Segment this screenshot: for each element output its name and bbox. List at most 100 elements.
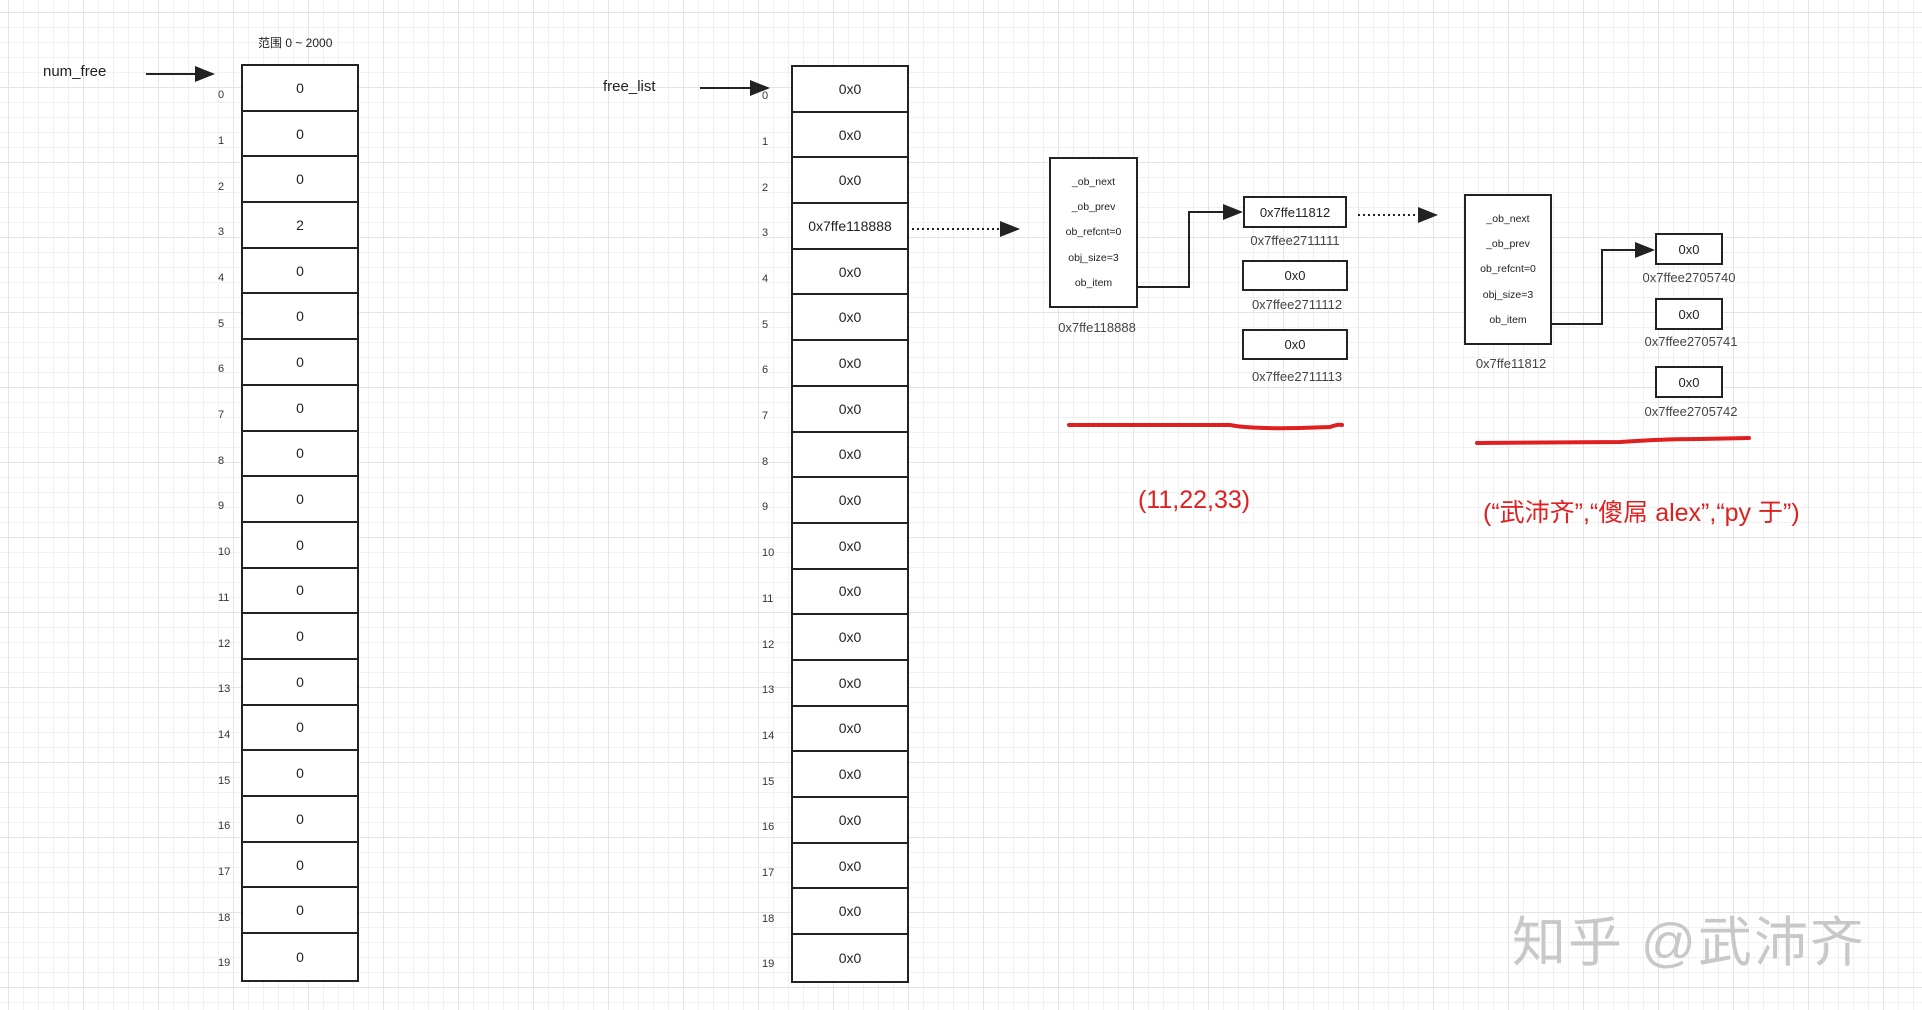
tuple2-address: 0x7ffe11812	[1475, 356, 1547, 371]
tuple1-item-0-address: 0x7ffee2711111	[1250, 233, 1340, 248]
row-index: 2	[218, 180, 225, 193]
num-free-cell: 0	[243, 249, 357, 295]
row-index: 12	[218, 637, 231, 650]
row-index: 3	[762, 227, 769, 240]
tuple2-struct: _ob_next _ob_prev ob_refcnt=0 obj_size=3…	[1464, 194, 1552, 345]
tuple2-item-2-address: 0x7ffee2705742	[1644, 404, 1738, 419]
row-index: 9	[218, 500, 225, 513]
row-index: 18	[762, 912, 775, 925]
row-index: 6	[762, 364, 769, 377]
free-list-cell: 0x7ffe118888	[793, 204, 907, 250]
num-free-cell: 0	[243, 386, 357, 432]
free-list-cell: 0x0	[793, 387, 907, 433]
field-ob-prev: _ob_prev	[1486, 238, 1530, 251]
num-free-cell: 0	[243, 157, 357, 204]
tuple2-item-1: 0x0	[1655, 298, 1723, 330]
free-list-cell: 0x0	[793, 615, 907, 661]
row-index: 10	[218, 546, 231, 559]
row-index: 0	[218, 89, 225, 102]
num-free-cell: 0	[243, 112, 357, 158]
free-list-cell: 0x0	[793, 570, 907, 616]
tuple1-item-1-address: 0x7ffee2711112	[1251, 297, 1343, 312]
num-free-cell: 0	[243, 477, 357, 523]
row-index: 11	[762, 592, 774, 605]
num-free-cell: 0	[243, 569, 357, 615]
tuple1-address: 0x7ffe118888	[1058, 320, 1136, 335]
row-index: 11	[218, 591, 230, 604]
row-index: 7	[218, 409, 225, 422]
num-free-cell: 0	[243, 888, 357, 935]
row-index: 19	[762, 958, 775, 971]
ob-item-connector-1	[1138, 204, 1243, 288]
row-index: 17	[218, 866, 231, 879]
field-obj-size: obj_size=3	[1068, 251, 1119, 264]
tuple1-item-1: 0x0	[1242, 260, 1348, 291]
row-index: 12	[762, 638, 775, 651]
free-list-cell: 0x0	[793, 433, 907, 479]
field-obj-size: obj_size=3	[1482, 288, 1534, 301]
free-list-cell: 0x0	[793, 113, 907, 159]
num-free-cell: 0	[243, 432, 357, 478]
row-index: 3	[218, 226, 225, 239]
row-index: 1	[218, 134, 225, 147]
tuple1-struct: _ob_next _ob_prev ob_refcnt=0 obj_size=3…	[1049, 157, 1138, 308]
row-index: 14	[762, 729, 775, 742]
field-ob-prev: _ob_prev	[1071, 201, 1116, 214]
row-index: 18	[218, 911, 231, 924]
num-free-cell: 2	[243, 203, 357, 249]
free-list-cell: 0x0	[793, 295, 907, 342]
row-index: 6	[218, 363, 225, 376]
free-list-cell: 0x0	[793, 752, 907, 798]
num-free-cell: 0	[243, 614, 357, 660]
num-free-cell: 0	[243, 660, 357, 706]
num-free-cell: 0	[243, 66, 357, 112]
num-free-cell: 0	[243, 294, 357, 341]
field-ob-item: ob_item	[1074, 277, 1113, 290]
range-label: 范围 0 ~ 2000	[258, 36, 333, 50]
free-list-cell: 0x0	[793, 661, 907, 707]
field-ob-refcnt: ob_refcnt=0	[1065, 226, 1122, 239]
tuple1-item-2-address: 0x7ffee2711113	[1251, 369, 1343, 384]
tuple1-caption: (11,22,33)	[1138, 486, 1251, 514]
tuple2-caption: (“武沛齐”,“傻屌 alex”,“py 于”)	[1483, 499, 1800, 527]
row-index: 4	[218, 271, 225, 284]
free-list-cell: 0x0	[793, 889, 907, 936]
tuple1-item-2: 0x0	[1242, 329, 1348, 360]
row-index: 14	[218, 728, 231, 741]
num-free-cell: 0	[243, 797, 357, 843]
tuple2-item-0: 0x0	[1655, 233, 1723, 265]
free-list-cell: 0x0	[793, 250, 907, 296]
row-index: 15	[218, 774, 231, 787]
red-underline-tuple1	[1067, 422, 1344, 431]
num-free-cell: 0	[243, 706, 357, 752]
free-list-cell: 0x0	[793, 798, 907, 844]
num-free-cell: 0	[243, 340, 357, 386]
tuple2-item-1-address: 0x7ffee2705741	[1644, 334, 1738, 349]
field-ob-refcnt: ob_refcnt=0	[1480, 263, 1536, 276]
row-index: 7	[762, 410, 769, 423]
watermark: 知乎 @武沛齐	[1512, 913, 1866, 973]
row-index: 2	[762, 181, 769, 194]
free-list-label: free_list	[603, 78, 656, 95]
tuple2-item-2: 0x0	[1655, 366, 1723, 398]
row-index: 8	[762, 455, 769, 468]
row-index: 9	[762, 501, 769, 514]
num-free-label: num_free	[43, 63, 107, 80]
row-index: 1	[762, 135, 769, 148]
row-index: 17	[762, 867, 775, 880]
row-index: 16	[218, 820, 231, 833]
row-index: 13	[762, 684, 775, 697]
tuple2-item-0-address: 0x7ffee2705740	[1642, 270, 1736, 285]
row-index: 4	[762, 272, 769, 285]
red-underline-tuple2	[1475, 436, 1751, 445]
free-list-cell: 0x0	[793, 341, 907, 387]
free-list-cell: 0x0	[793, 844, 907, 890]
free-list-cell: 0x0	[793, 478, 907, 524]
row-index: 5	[762, 318, 769, 331]
free-list-cell: 0x0	[838, 949, 862, 966]
ob-item-connector-2	[1551, 242, 1655, 325]
free-list-cell: 0x0	[793, 707, 907, 753]
field-ob-item: ob_item	[1489, 314, 1527, 327]
